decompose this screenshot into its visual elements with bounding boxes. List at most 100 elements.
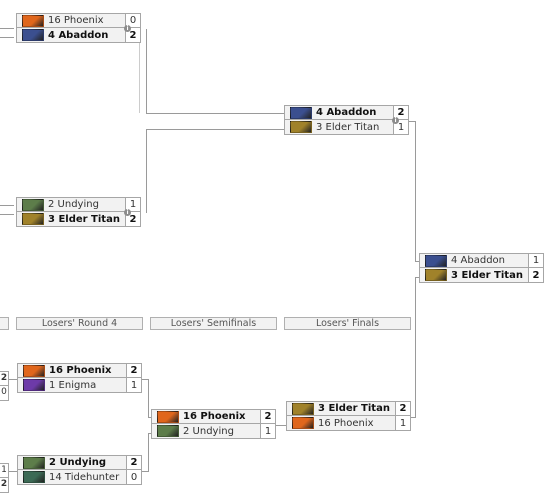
- connector-line: [146, 129, 147, 213]
- connector-line: [0, 214, 14, 215]
- team-score: 1: [125, 198, 140, 211]
- connector-line: [8, 379, 17, 380]
- connector-line: [142, 379, 149, 380]
- edge-score: 1: [0, 463, 9, 478]
- connector-line: [148, 433, 152, 434]
- connector-line: [409, 417, 416, 418]
- connector-line: [142, 471, 149, 472]
- match-grand-final[interactable]: 4 Abaddon 1 3 Elder Titan 2: [419, 253, 544, 283]
- match-info-icon[interactable]: i: [392, 117, 399, 124]
- team-slot[interactable]: 16 Phoenix 2: [151, 409, 276, 424]
- connector-line: [146, 113, 284, 114]
- team-score: 0: [125, 14, 140, 27]
- team-slot[interactable]: 14 Tidehunter 0: [17, 470, 142, 485]
- connector-line: [146, 29, 147, 113]
- team-name: 1 Enigma: [49, 379, 97, 391]
- team-slot[interactable]: 3 Elder Titan 1: [284, 120, 409, 135]
- connector-line: [0, 205, 14, 206]
- edge-score: 2: [0, 478, 9, 493]
- team-score: 0: [126, 470, 141, 484]
- round-header-losers-finals: Losers' Finals: [284, 317, 411, 330]
- tidehunter-icon: [23, 471, 45, 483]
- team-score: 2: [393, 106, 408, 119]
- team-score: 1: [395, 416, 410, 430]
- team-slot[interactable]: 2 Undying 1 i: [16, 197, 141, 216]
- elder-titan-icon: [292, 402, 314, 415]
- team-name: 4 Abaddon: [316, 107, 377, 118]
- team-score: 2: [126, 456, 141, 469]
- team-score: 2: [395, 402, 410, 415]
- undying-icon: [23, 456, 45, 469]
- team-slot[interactable]: 16 Phoenix 2: [17, 363, 142, 378]
- team-name: 16 Phoenix: [183, 411, 246, 422]
- abaddon-icon: [290, 106, 312, 119]
- connector-line: [148, 417, 152, 418]
- round-header-partial: [0, 317, 9, 330]
- match-info-icon[interactable]: i: [124, 209, 131, 216]
- connector-line: [415, 277, 416, 417]
- connector-line: [0, 37, 14, 38]
- team-name: 3 Elder Titan: [48, 213, 120, 225]
- connector-line: [415, 121, 416, 261]
- match-losers-round-4-2[interactable]: 2 Undying 2 14 Tidehunter 0: [17, 455, 142, 485]
- match-losers-round-4-1[interactable]: 16 Phoenix 2 1 Enigma 1: [17, 363, 142, 393]
- team-name: 3 Elder Titan: [451, 269, 523, 281]
- enigma-icon: [23, 379, 45, 391]
- phoenix-icon: [23, 364, 45, 377]
- team-name: 14 Tidehunter: [49, 471, 120, 483]
- phoenix-icon: [157, 410, 179, 423]
- team-slot[interactable]: 3 Elder Titan 2: [16, 212, 141, 227]
- team-name: 3 Elder Titan: [316, 121, 380, 133]
- team-slot[interactable]: 4 Abaddon 2: [16, 28, 141, 43]
- edge-score: 0: [0, 386, 9, 401]
- team-score: 2: [260, 410, 275, 423]
- team-name: 2 Undying: [49, 457, 107, 468]
- connector-line: [8, 471, 17, 472]
- team-name: 4 Abaddon: [451, 255, 506, 266]
- team-slot[interactable]: 4 Abaddon 2 i: [284, 105, 409, 124]
- team-name: 16 Phoenix: [48, 15, 104, 26]
- connector-line: [415, 277, 419, 278]
- round-header-losers-semifinals: Losers' Semifinals: [150, 317, 277, 330]
- team-slot[interactable]: 4 Abaddon 1: [419, 253, 544, 268]
- match-losers-semifinal[interactable]: 16 Phoenix 2 2 Undying 1: [151, 409, 276, 439]
- team-slot[interactable]: 3 Elder Titan 2: [286, 401, 411, 416]
- team-score: 2: [528, 268, 543, 282]
- match-info-icon[interactable]: i: [124, 25, 131, 32]
- team-name: 2 Undying: [48, 199, 99, 210]
- abaddon-icon: [22, 29, 44, 41]
- elder-titan-icon: [22, 213, 44, 225]
- match-winners-semifinal-2[interactable]: 2 Undying 1 i 3 Elder Titan 2: [16, 197, 141, 227]
- connector-line: [0, 28, 14, 29]
- team-slot[interactable]: 16 Phoenix 0 i: [16, 13, 141, 32]
- phoenix-icon: [292, 417, 314, 429]
- match-winners-semifinal-1[interactable]: 16 Phoenix 0 i 4 Abaddon 2: [16, 13, 141, 43]
- connector-line: [276, 425, 286, 426]
- team-slot[interactable]: 2 Undying 2: [17, 455, 142, 470]
- connector-line: [148, 433, 149, 471]
- team-score: 1: [528, 254, 543, 267]
- team-slot[interactable]: 1 Enigma 1: [17, 378, 142, 393]
- connector-line: [139, 29, 140, 113]
- team-slot[interactable]: 2 Undying 1: [151, 424, 276, 439]
- team-score: 1: [260, 424, 275, 438]
- connector-line: [409, 121, 416, 122]
- match-losers-final[interactable]: 3 Elder Titan 2 16 Phoenix 1: [286, 401, 411, 431]
- team-name: 16 Phoenix: [49, 365, 112, 376]
- team-name: 16 Phoenix: [318, 417, 374, 429]
- match-winners-final[interactable]: 4 Abaddon 2 i 3 Elder Titan 1: [284, 105, 409, 135]
- undying-icon: [157, 425, 179, 437]
- team-name: 4 Abaddon: [48, 29, 109, 41]
- elder-titan-icon: [425, 269, 447, 281]
- connector-line: [148, 379, 149, 417]
- undying-icon: [22, 198, 44, 211]
- team-slot[interactable]: 3 Elder Titan 2: [419, 268, 544, 283]
- phoenix-icon: [22, 14, 44, 27]
- team-slot[interactable]: 16 Phoenix 1: [286, 416, 411, 431]
- round-header-losers-round-4: Losers' Round 4: [16, 317, 143, 330]
- team-name: 2 Undying: [183, 425, 234, 437]
- team-score: 2: [126, 364, 141, 377]
- connector-line: [415, 261, 419, 262]
- team-name: 3 Elder Titan: [318, 403, 390, 414]
- team-score: 1: [126, 378, 141, 392]
